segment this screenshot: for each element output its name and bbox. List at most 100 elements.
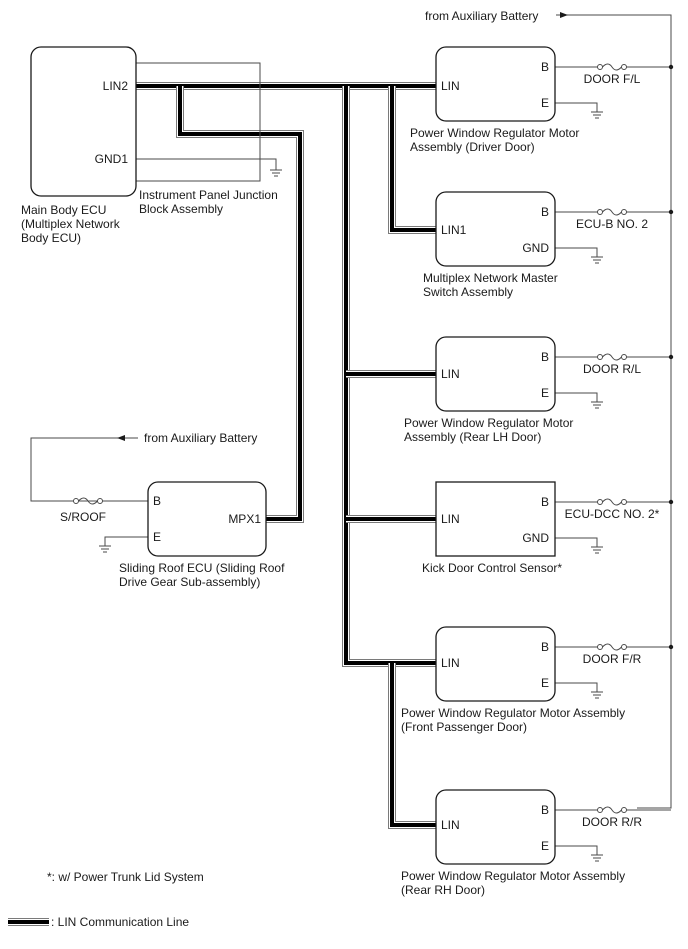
aux-battery-label-left: from Auxiliary Battery bbox=[144, 431, 257, 445]
module-master-switch: ECU-B NO. 2 LIN1 B GND Multiplex Network Mas… bbox=[423, 191, 674, 299]
footnote: *: w/ Power Trunk Lid System bbox=[47, 870, 204, 884]
lin-bus-rear-rh bbox=[388, 663, 436, 829]
module-box bbox=[435, 789, 556, 865]
pin-b: B bbox=[541, 350, 549, 364]
fuse-icon bbox=[597, 806, 627, 814]
junction-block-label-2: Block Assembly bbox=[139, 202, 223, 216]
sliding-roof-label-1: Sliding Roof ECU (Sliding Roof bbox=[119, 561, 285, 575]
module-front-passenger-door: DOOR F/R LIN B E Power Window Regulator Moto… bbox=[401, 626, 674, 734]
sliding-roof-pin-e: E bbox=[153, 530, 161, 544]
lin-bus-master-switch bbox=[388, 86, 436, 234]
fuse-label: DOOR R/R bbox=[582, 815, 642, 829]
fuse-icon bbox=[597, 208, 627, 216]
fuse-label: ECU-DCC NO. 2* bbox=[565, 507, 660, 521]
junction-dot bbox=[668, 644, 674, 650]
main-body-ecu-pin-lin2: LIN2 bbox=[103, 79, 129, 93]
pin-gnd: GND bbox=[522, 531, 549, 545]
module-label: Kick Door Control Sensor* bbox=[422, 561, 562, 575]
pin-b: B bbox=[541, 803, 549, 817]
aux-battery-bus-right bbox=[556, 14, 672, 809]
module-box bbox=[435, 626, 556, 702]
arrow-right-icon bbox=[560, 12, 568, 18]
module-label: Assembly (Driver Door) bbox=[410, 140, 535, 154]
arrow-left-icon bbox=[117, 435, 125, 441]
modules: DOOR F/L LIN B E Power Window Regulator Moto… bbox=[401, 46, 674, 897]
fuse-icon bbox=[597, 63, 627, 71]
gnd-wire bbox=[555, 537, 598, 547]
module-kick-door-sensor: ECU-DCC NO. 2* LIN B GND Kick Door Control S… bbox=[422, 481, 674, 575]
module-rear-lh-door: DOOR R/L LIN B E Power Window Regulator Moto… bbox=[404, 336, 674, 444]
pin-lin: LIN bbox=[441, 79, 460, 93]
junction-dot bbox=[668, 354, 674, 360]
ground-icon bbox=[591, 691, 603, 699]
sliding-roof-label-2: Drive Gear Sub-assembly) bbox=[119, 575, 260, 589]
fuse-icon bbox=[597, 353, 627, 361]
module-box bbox=[435, 46, 556, 122]
module-box bbox=[435, 481, 556, 557]
fuse-icon bbox=[597, 643, 627, 651]
pin-lin: LIN bbox=[441, 367, 460, 381]
module-label: Multiplex Network Master bbox=[423, 271, 558, 285]
ground-icon bbox=[591, 401, 603, 409]
fuse-icon bbox=[73, 497, 103, 505]
gnd-wire bbox=[555, 247, 598, 257]
fuse-label: DOOR F/R bbox=[583, 652, 642, 666]
lin-bus bbox=[136, 82, 436, 829]
module-label: Assembly (Rear LH Door) bbox=[404, 430, 541, 444]
fuse-label: DOOR R/L bbox=[583, 362, 641, 376]
pin-gnd: E bbox=[541, 676, 549, 690]
main-body-ecu-label-1: Main Body ECU bbox=[21, 203, 106, 217]
pin-lin: LIN1 bbox=[441, 223, 467, 237]
gnd-wire bbox=[555, 102, 598, 112]
sliding-roof-pin-b: B bbox=[153, 494, 161, 508]
ground-icon bbox=[99, 545, 111, 553]
module-box bbox=[435, 191, 556, 267]
fuse-label: ECU-B NO. 2 bbox=[576, 217, 648, 231]
ground-icon bbox=[591, 111, 603, 119]
pin-b: B bbox=[541, 205, 549, 219]
lin-bus-sliding-roof bbox=[176, 86, 304, 523]
pin-gnd: E bbox=[541, 96, 549, 110]
module-box bbox=[435, 336, 556, 412]
sliding-roof-pin-mpx1: MPX1 bbox=[228, 512, 261, 526]
module-driver-door: DOOR F/L LIN B E Power Window Regulator Moto… bbox=[410, 46, 674, 154]
gnd-wire bbox=[555, 845, 598, 855]
module-label: (Rear RH Door) bbox=[401, 883, 485, 897]
main-body-ecu-label-2: (Multiplex Network bbox=[21, 217, 121, 231]
aux-battery-label-top: from Auxiliary Battery bbox=[425, 9, 538, 23]
ground-icon bbox=[591, 546, 603, 554]
junction-dot bbox=[668, 64, 674, 70]
module-label: Power Window Regulator Motor bbox=[410, 126, 579, 140]
fuse-label: DOOR F/L bbox=[584, 72, 641, 86]
ground-icon bbox=[270, 169, 282, 177]
pin-gnd: E bbox=[541, 839, 549, 853]
module-label: Power Window Regulator Motor bbox=[404, 416, 573, 430]
pin-lin: LIN bbox=[441, 512, 460, 526]
main-body-ecu-box bbox=[30, 46, 137, 197]
pin-lin: LIN bbox=[441, 818, 460, 832]
sliding-roof-power-wire bbox=[30, 437, 148, 502]
pin-b: B bbox=[541, 495, 549, 509]
gnd-wire bbox=[555, 392, 598, 402]
module-label: Power Window Regulator Motor Assembly bbox=[401, 706, 625, 720]
pin-b: B bbox=[541, 640, 549, 654]
main-body-ecu-label-3: Body ECU) bbox=[21, 231, 81, 245]
pin-lin: LIN bbox=[441, 656, 460, 670]
fuse-icon bbox=[597, 498, 627, 506]
module-label: (Front Passenger Door) bbox=[401, 720, 527, 734]
junction-dot bbox=[668, 499, 674, 505]
sliding-roof-ecu-box bbox=[147, 481, 267, 557]
pin-gnd: E bbox=[541, 386, 549, 400]
lin-legend-label: : LIN Communication Line bbox=[51, 915, 189, 929]
pin-b: B bbox=[541, 60, 549, 74]
sliding-roof-fuse-label: S/ROOF bbox=[60, 510, 106, 524]
sliding-roof-e-wire bbox=[104, 536, 148, 546]
junction-dot bbox=[668, 209, 674, 215]
gnd1-wire bbox=[136, 158, 277, 170]
ground-icon bbox=[591, 854, 603, 862]
gnd-wire bbox=[555, 682, 598, 692]
junction-block-outline bbox=[136, 62, 261, 182]
pin-gnd: GND bbox=[522, 241, 549, 255]
